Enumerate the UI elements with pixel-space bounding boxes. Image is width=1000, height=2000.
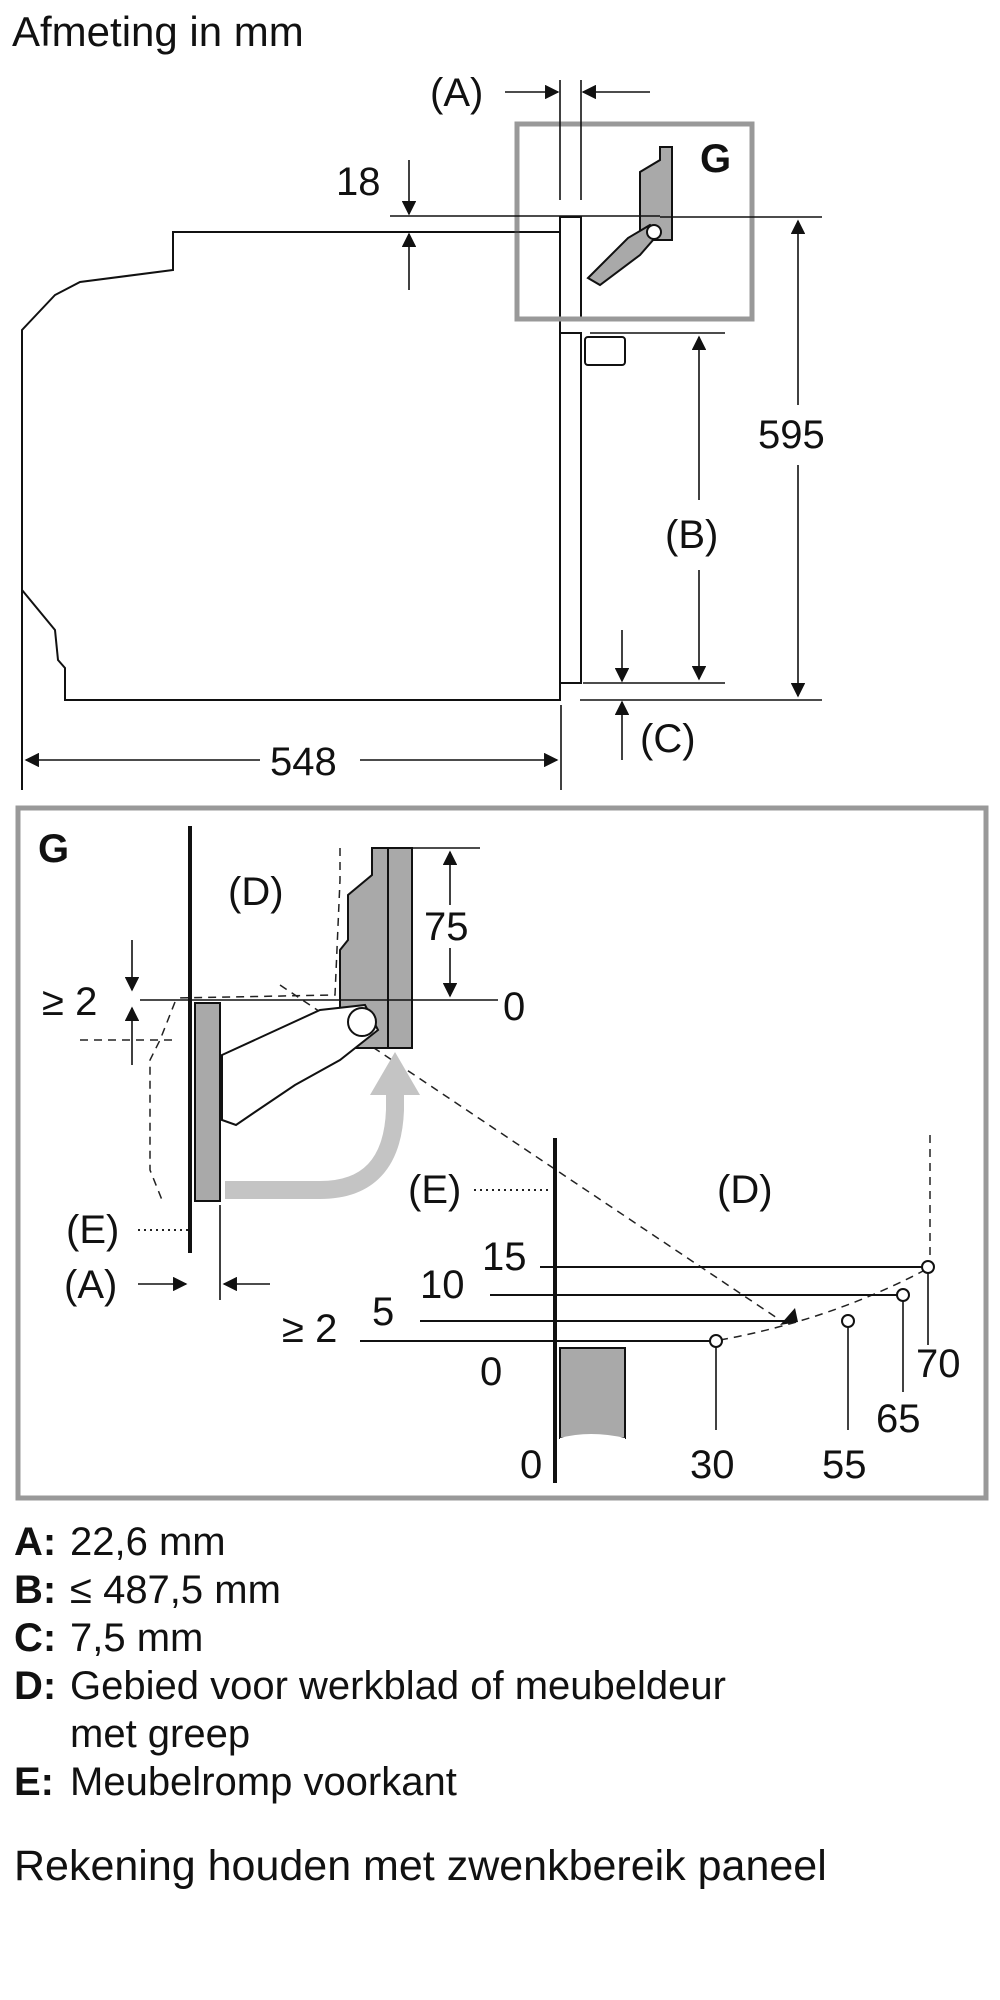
- door-knob: [584, 336, 626, 366]
- swing-arrow-tip: [780, 1308, 798, 1325]
- legend-text: Gebied voor werkblad of meubeldeur: [70, 1664, 726, 1708]
- label-g-detail: G: [38, 827, 69, 871]
- mask-595: [760, 405, 840, 465]
- label-a-top: (A): [430, 71, 483, 115]
- swing-arrowhead: [370, 1052, 420, 1095]
- door-panel-lower: [559, 332, 582, 684]
- y-label-5: 5: [372, 1290, 394, 1334]
- worktop-section: [559, 1347, 626, 1439]
- label-d-top: (D): [228, 870, 284, 914]
- detail-frame: [15, 805, 989, 1501]
- legend-key: B:: [14, 1568, 57, 1612]
- swing-arc-curve: [719, 1269, 926, 1341]
- swing-outline-upper: [174, 848, 341, 999]
- legend-row-a: A: 22,6 mm: [14, 1518, 726, 1566]
- point-70: [921, 1260, 935, 1274]
- legend-row-e: E: Meubelromp voorkant: [14, 1758, 726, 1806]
- hinge-plate: [387, 847, 413, 1049]
- label-c: (C): [640, 717, 696, 761]
- label-e-right: (E): [408, 1168, 461, 1212]
- legend-key: D:: [14, 1664, 57, 1708]
- label-b: (B): [665, 513, 718, 557]
- x-label-65: 65: [876, 1397, 921, 1441]
- legend-row-c: C: 7,5 mm: [14, 1614, 726, 1662]
- x-label-70: 70: [916, 1342, 961, 1386]
- swing-outline-lower: [149, 1001, 176, 1201]
- worktop-break: [560, 1434, 625, 1440]
- dim-75: 75: [424, 905, 469, 949]
- dim-18: 18: [336, 160, 381, 204]
- door-panel-detail: [194, 1002, 221, 1202]
- page-title: Afmeting in mm: [12, 8, 304, 55]
- y-label-15: 15: [482, 1235, 527, 1279]
- swing-direction-arrow: [225, 1090, 404, 1199]
- legend-text: ≤ 487,5 mm: [70, 1568, 281, 1612]
- legend-text: Meubelromp voorkant: [70, 1760, 457, 1804]
- y-label-0: 0: [480, 1350, 502, 1394]
- detail-view-g: G (D) 75 0 ≥ 2 (E): [15, 805, 989, 1501]
- hinge-pivot-small: [646, 224, 662, 240]
- legend-text: met greep: [70, 1712, 251, 1756]
- point-30: [709, 1334, 723, 1348]
- x-label-30: 30: [690, 1443, 735, 1487]
- label-a-bottom: (A): [64, 1263, 117, 1307]
- label-g-top: G: [700, 137, 731, 181]
- legend-text: 7,5 mm: [70, 1616, 204, 1660]
- dim-595: 595: [758, 413, 825, 457]
- dim-548: 548: [270, 740, 337, 784]
- label-e-left: (E): [66, 1208, 119, 1252]
- footnote: Rekening houden met zwenkbereik paneel: [14, 1842, 827, 1890]
- x-label-55: 55: [822, 1443, 867, 1487]
- label-d-right: (D): [717, 1168, 773, 1212]
- dim-ge2-left: ≥ 2: [42, 980, 97, 1024]
- x-label-0: 0: [520, 1443, 542, 1487]
- oven-body-outline: [21, 231, 561, 701]
- detail-frame-g: [514, 121, 755, 322]
- legend-text: 22,6 mm: [70, 1520, 226, 1564]
- hinge-arm-detail: [221, 1003, 380, 1127]
- hinge-pivot-detail: [347, 1007, 377, 1037]
- point-55: [841, 1314, 855, 1328]
- legend-row-b: B: ≤ 487,5 mm: [14, 1566, 726, 1614]
- legend-key: [14, 1710, 70, 1758]
- dim-0-top: 0: [503, 985, 525, 1029]
- legend-row-d: D: Gebied voor werkblad of meubeldeur: [14, 1662, 726, 1710]
- legend-key: E:: [14, 1760, 54, 1804]
- door-panel-upper: [559, 216, 582, 321]
- side-view-drawing: G (A) 18 595 (B) (C) 548: [21, 71, 840, 790]
- y-label-10: 10: [420, 1263, 465, 1307]
- legend-key: A:: [14, 1520, 57, 1564]
- legend: A: 22,6 mm B: ≤ 487,5 mm C: 7,5 mm D: Gebied…: [14, 1518, 726, 1806]
- point-65: [896, 1288, 910, 1302]
- y-label-ge2: ≥ 2: [282, 1307, 337, 1351]
- legend-key: C:: [14, 1616, 57, 1660]
- legend-row-d-cont: met greep: [14, 1710, 726, 1758]
